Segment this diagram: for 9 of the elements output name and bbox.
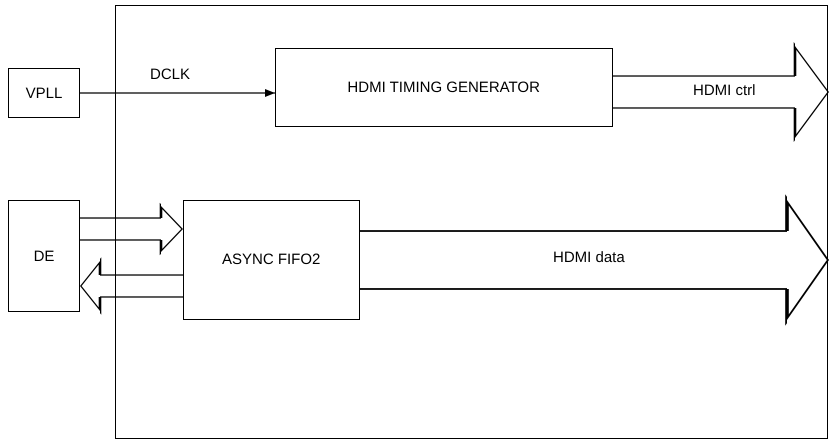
- block-box: [182, 200, 360, 320]
- block-label: ASYNC FIFO2: [222, 251, 320, 268]
- block-label: HDMI TIMING GENERATOR: [347, 78, 540, 96]
- block-box: [274, 48, 613, 127]
- block-box: [8, 68, 80, 118]
- block-label: DE: [34, 248, 54, 264]
- arrow: [80, 89, 275, 97]
- block-label: VPLL: [26, 84, 62, 102]
- block-box: [8, 200, 80, 312]
